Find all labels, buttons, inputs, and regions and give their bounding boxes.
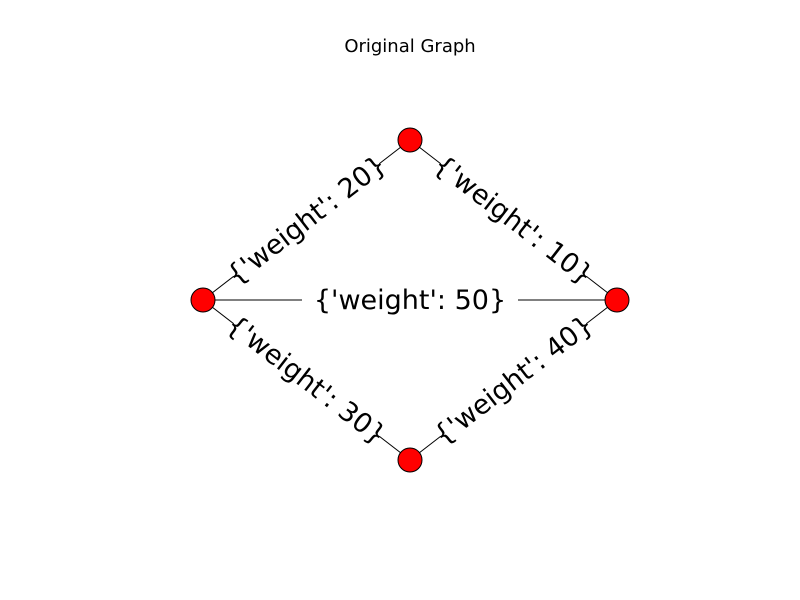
edge-label-text: {'weight': 50} xyxy=(314,285,506,316)
edge-label-bg xyxy=(221,147,392,293)
node-right xyxy=(604,287,630,313)
edge-label-left-right: {'weight': 50} xyxy=(302,280,518,320)
edge-label-bg xyxy=(221,307,392,453)
graph-title: Original Graph xyxy=(344,36,475,57)
nodes-layer xyxy=(190,127,630,473)
edge-label-bg xyxy=(302,280,518,320)
edge-label-bg xyxy=(428,147,599,293)
node-top xyxy=(397,127,423,153)
node-left xyxy=(190,287,216,313)
edge-label-bg xyxy=(428,307,599,453)
node-bottom xyxy=(397,447,423,473)
